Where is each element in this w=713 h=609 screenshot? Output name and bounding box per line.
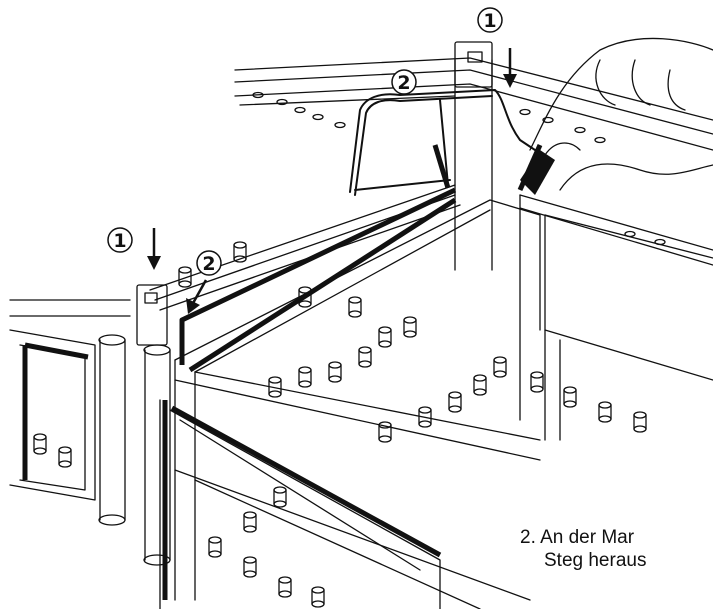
arrowhead-icon: [186, 298, 200, 314]
arrowhead-icon: [503, 74, 517, 88]
right-frame: [519, 194, 713, 441]
callout-circle: [196, 250, 222, 276]
back-rail: [234, 57, 713, 151]
seal-tool: [349, 89, 536, 196]
pegs: [33, 241, 647, 608]
callout-number: 2: [202, 253, 215, 275]
caption-line-1: 2. An der Mar: [520, 527, 635, 548]
callout-circle: [107, 227, 133, 253]
callout-2-top: 2: [391, 69, 417, 95]
seal-gaskets: [22, 143, 543, 600]
callout-number: 1: [483, 10, 496, 32]
callout-circle: [391, 69, 417, 95]
callout-2-left: 2: [186, 250, 222, 314]
hand: [529, 37, 713, 191]
callout-number: 2: [397, 72, 410, 94]
callout-number: 1: [113, 230, 126, 252]
clip-front: [136, 284, 168, 346]
arrowhead-icon: [147, 256, 161, 270]
diagonal-arrow-icon: [190, 279, 208, 306]
caption-line-2: Steg heraus: [544, 550, 647, 571]
posts: [98, 59, 493, 566]
callout-1-top: 1: [477, 7, 517, 88]
clip-back: [454, 41, 493, 88]
instruction-caption: 2. An der Mar Steg heraus: [520, 526, 713, 572]
rail-studs: [252, 91, 666, 246]
callout-1-left: 1: [107, 227, 161, 270]
callout-circle: [477, 7, 503, 33]
tool-grip: [520, 150, 555, 195]
bottom-frame: [159, 399, 441, 609]
